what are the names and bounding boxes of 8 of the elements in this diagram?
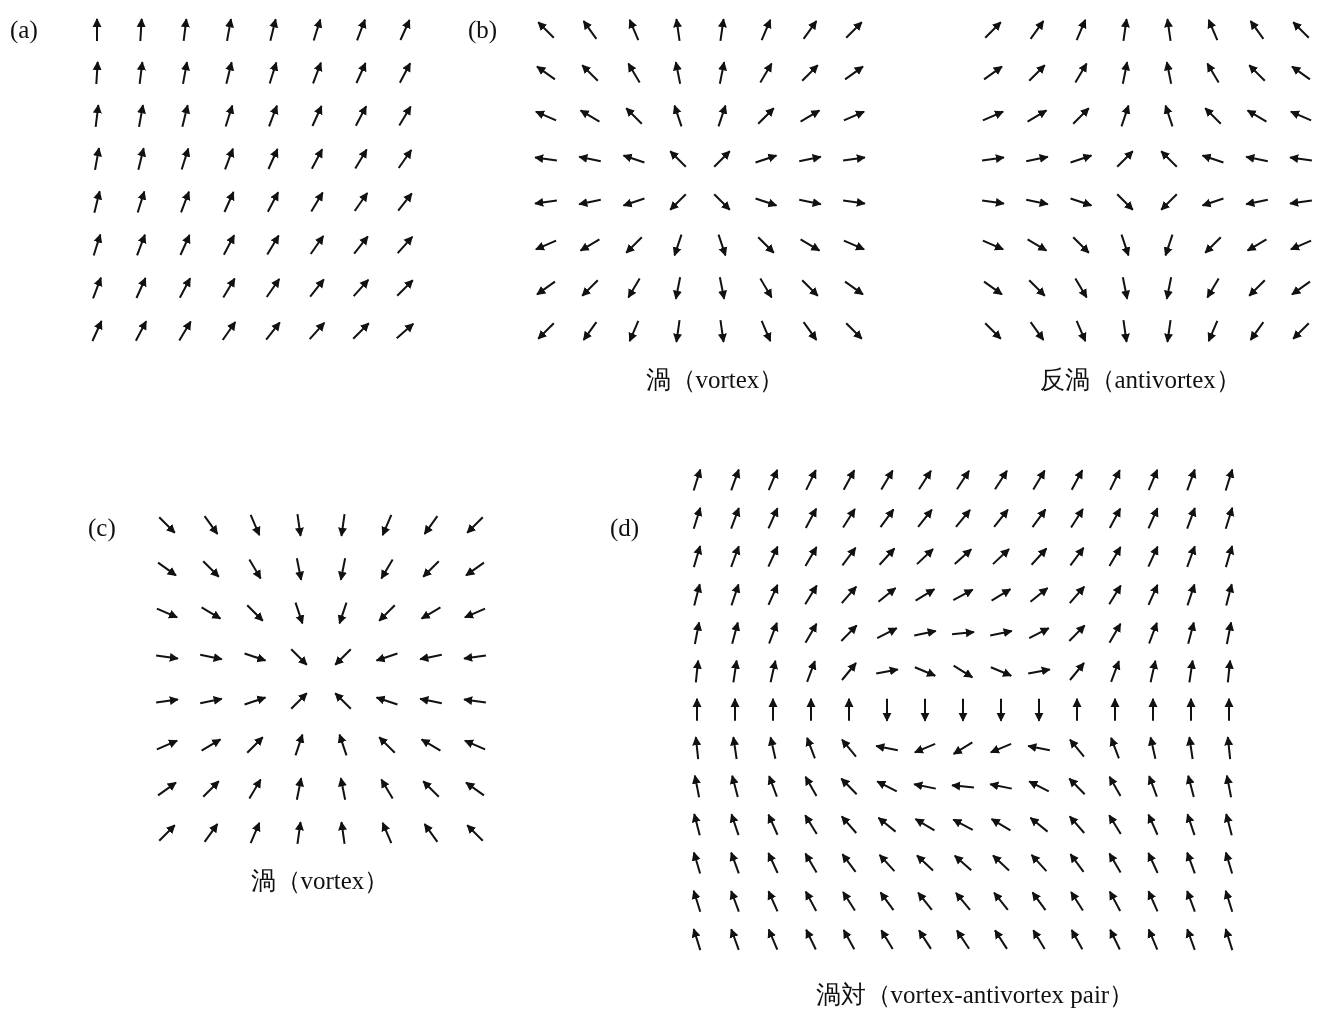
caption: 渦（vortex）	[645, 366, 785, 394]
panel-label: (d)	[610, 514, 640, 542]
caption: 反渦（antivortex）	[1039, 366, 1241, 394]
caption: 渦対（vortex-antivortex pair）	[815, 981, 1135, 1009]
caption: 渦（vortex）	[250, 867, 390, 895]
panel-label: (c)	[88, 514, 116, 542]
panel-label: (b)	[468, 16, 498, 44]
panel-label: (a)	[10, 16, 38, 44]
